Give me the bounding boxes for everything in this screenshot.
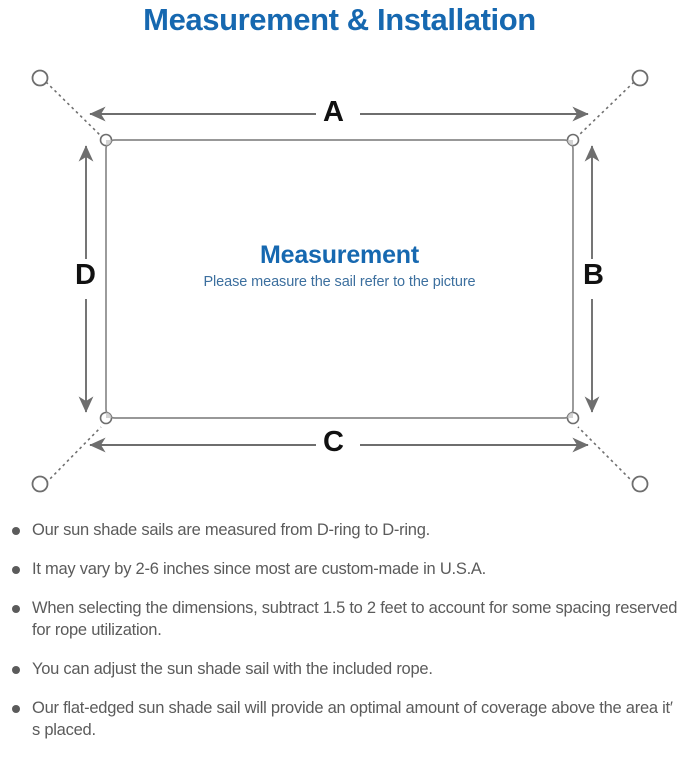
dimension-label-a: A (316, 98, 351, 127)
bullet-icon (12, 527, 20, 535)
bullet-icon (12, 566, 20, 574)
dimension-label-d: D (68, 261, 103, 290)
list-item: When selecting the dimensions, subtract … (0, 597, 679, 641)
dimension-label-b: B (576, 261, 611, 290)
list-item: It may vary by 2-6 inches since most are… (0, 558, 679, 580)
bullet-icon (12, 666, 20, 674)
notes-list: Our sun shade sails are measured from D-… (0, 519, 679, 758)
list-item: You can adjust the sun shade sail with t… (0, 658, 679, 680)
note-text: When selecting the dimensions, subtract … (32, 599, 678, 639)
dashed-rope-line-icon (45, 81, 635, 484)
d-ring-fill (106, 140, 573, 418)
bullet-icon (12, 605, 20, 613)
dimension-label-c: C (316, 428, 351, 457)
note-text: Our flat-edged sun shade sail will provi… (32, 699, 673, 739)
note-text: It may vary by 2-6 inches since most are… (32, 560, 487, 578)
note-text: Our sun shade sails are measured from D-… (32, 521, 430, 539)
bullet-icon (12, 705, 20, 713)
measurement-diagram (0, 45, 679, 515)
list-item: Our flat-edged sun shade sail will provi… (0, 697, 679, 741)
sail-outline (105, 139, 574, 419)
page-title: Measurement & Installation (143, 2, 536, 37)
note-text: You can adjust the sun shade sail with t… (32, 660, 433, 678)
list-item: Our sun shade sails are measured from D-… (0, 519, 679, 541)
anchor-circle-icon (31, 69, 649, 493)
